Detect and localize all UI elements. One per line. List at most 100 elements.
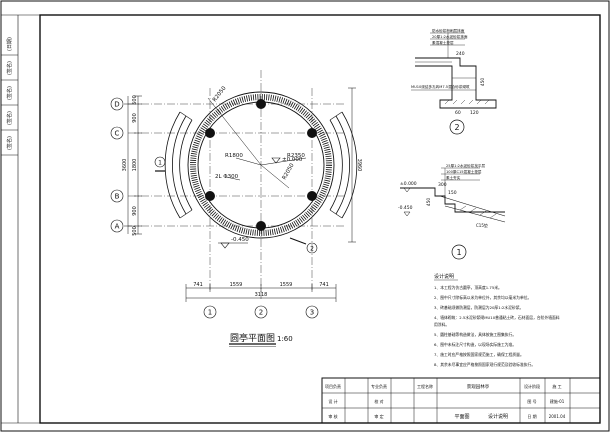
tb-right-label: 图 号 [527,398,536,404]
detail-1-slope: C15垫 [476,222,488,228]
ring-hatch [190,94,332,236]
side-strip-text: (签名) [6,61,13,75]
plan-scale: 1:60 [277,335,293,343]
elevation-bottom: -0.450 [231,237,249,243]
elevation-center: ±0.000 [282,157,303,163]
detail-2-note: MU10烧结多孔砖M7.5混合砂浆砌筑 [411,84,470,89]
section-marker-2 [306,242,318,254]
column [256,99,266,109]
column [307,191,317,201]
dim-text: 900 [132,113,138,123]
elevation-marker [271,157,281,164]
detail-1-elev-bottom: -0.450 [398,205,413,211]
dim-text: 1559 [230,282,243,288]
notes-line: 3、砖基础须做防潮层，防潮层为20厚1:2水泥砂浆。 [434,305,523,310]
detail-2-dim: 450 [480,78,486,87]
dim-text: 3118 [255,292,268,298]
tb-sheet-desc: 设计说明 [488,413,508,420]
column [307,128,317,138]
notes-line: 5、圆柱基础等构造做法，具体按施工图集执行。 [434,332,516,337]
title-block: 项目负责 设 计 审 核 专业负责 校 对 审 定 工程名称 景观园林亭 平面图… [321,377,601,424]
detail-1-callout: 100厚C15混凝土垫层 [446,169,482,174]
tb-label: 设 计 [328,398,337,404]
detail-1-dim: 300 [438,182,447,188]
detail-2-dim: 120 [470,110,479,116]
tb-project-label: 工程名称 [417,383,433,389]
tb-label: 审 定 [374,413,383,419]
elevation-marker [403,211,411,217]
notes-line: 7、施工时应严格按照国家规范施工，确保工程质量。 [434,352,524,357]
side-strip-text: (签名) [6,111,13,125]
detail-2: 防水砂浆粉刷层抹面 20厚1:2水泥砂浆抹面 素混凝土垫层 240 450 60… [411,28,497,135]
dim-text: 741 [319,282,329,288]
detail-2-callout: 20厚1:2水泥砂浆抹面 [432,34,468,39]
column-axis-labels: 1 2 3 [203,305,319,319]
tb-sheet-name: 平面图 [454,414,469,420]
right-steps [329,111,358,219]
side-strip-text: (签名) [6,136,13,150]
notes-line: 6、图中未标注尺寸构造，以现场实际施工为准。 [434,342,516,347]
section-marker-text: 2 [310,246,314,253]
tb-label: 校 对 [374,398,383,404]
tb-right-label: 设计阶段 [524,383,540,389]
notes-line: 用涂料。 [434,322,449,327]
row-axis-labels: D C B A [110,97,124,233]
column [256,221,266,231]
side-strip-text: (签名) [6,86,13,100]
dim-text: 500 [132,95,138,105]
detail-1-callout: 25厚1:2水泥砂浆找平层 [446,163,486,168]
elevation-marker [403,187,411,193]
row-label: A [115,223,120,231]
detail-2-callout: 素混凝土垫层 [432,40,454,45]
radius-label: R2350 [287,153,305,159]
outer-ring [187,91,335,239]
dim-text: 1800 [132,159,138,172]
dim-text: 900 [132,206,138,216]
detail-1-dim: 450 [426,198,432,207]
detail-2-callout: 防水砂浆粉刷层抹面 [432,28,465,33]
radius-label: R2050 [282,162,296,181]
tb-right-label: 日 期 [527,413,536,419]
detail-1: 25厚1:2水泥砂浆找平层 100厚C15混凝土垫层 素土夯实 ±0.000 -… [398,163,506,260]
tb-project-name: 景观园林亭 [467,383,490,390]
col-label: 2 [259,309,263,317]
detail-1-number [451,244,467,260]
detail-2-number [449,119,465,135]
radius-label: R2050 [212,85,228,103]
col-label: 3 [310,309,314,317]
tb-right-value: 2001.04 [549,414,566,419]
bottom-dimensions [185,284,337,302]
dim-text: 3600 [122,159,128,172]
wall-section [415,57,497,109]
tb-label: 项目负责 [325,383,341,389]
row-label: C [115,130,120,138]
step-section [400,187,505,213]
detail-2-dim: 240 [456,51,465,57]
dim-text: 741 [193,282,203,288]
tb-right-value: 建施-01 [550,398,565,404]
side-strip: (日期) (签名) (签名) (签名) (签名) [1,37,18,156]
notes-line: 2、图中尺寸除标高以米为单位外，其余均以毫米为单位。 [434,295,531,300]
tb-label: 审 核 [328,413,337,419]
left-dimensions [124,95,142,235]
radius-label: R1800 [225,153,243,159]
side-strip-text: (日期) [7,37,13,51]
columns [205,99,317,231]
inner-border [39,14,601,424]
elevation-marker [220,242,230,249]
section-marker-text: 1 [158,160,162,167]
column [205,191,215,201]
notes-line: 4、墙体砌筑：2.5水泥砂浆砌MU10普通粘土砖，石材面层，台阶外墙面料 [434,315,560,320]
detail-1-elev-top: ±0.000 [400,181,417,187]
dim-text: 3960 [356,159,362,172]
detail-2-number-text: 2 [454,123,459,132]
col-label: 1 [208,309,212,317]
pavilion-plan: R2050 R1800 R2350 R2050 2L Φ300 ±0.000 -… [110,70,362,347]
notes-line: 8、其余未尽事宜应严格按照国家现行规范及验收标准执行。 [434,362,535,367]
detail-1-dim: 150 [448,190,457,196]
tb-label: 专业负责 [371,383,387,389]
design-notes: 设计说明 1、本工程为仿古圆亭，顶高度1.75米。 2、图中尺寸除标高以米为单位… [434,273,560,367]
detail-1-callout: 素土夯实 [446,175,461,180]
